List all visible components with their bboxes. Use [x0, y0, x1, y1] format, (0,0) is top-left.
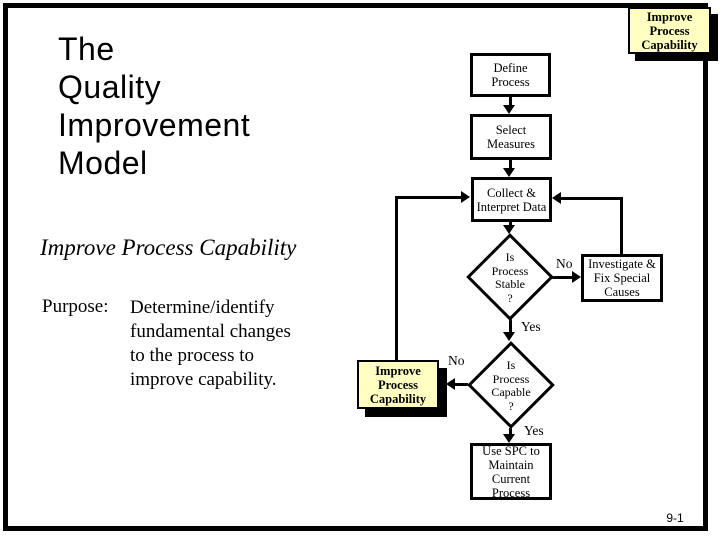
arrowhead-left-icon: [446, 378, 455, 390]
page-number: 9-1: [666, 511, 684, 525]
flow-node-select-measures: Select Measures: [470, 114, 552, 160]
arrowhead-down-icon: [503, 105, 515, 114]
connector-stable-no-to-investigate: [551, 276, 575, 279]
connector-collect-to-stable: [509, 221, 512, 227]
purpose-text: Determine/identify fundamental changes t…: [130, 297, 291, 390]
slide-title: The Quality Improvement Model: [58, 31, 251, 181]
arrowhead-down-icon: [503, 168, 515, 177]
slide-border: [3, 3, 708, 531]
purpose-label: Purpose:: [42, 296, 109, 317]
flow-node-investigate-fix-causes: Investigate & Fix Special Causes: [581, 254, 663, 302]
flow-node-improve-capability: Improve Process Capability: [357, 360, 447, 417]
feedback-improve-horizontal: [395, 196, 462, 199]
arrowhead-left-icon: [552, 192, 561, 204]
feedback-investigate-horizontal: [561, 197, 623, 200]
flow-node-collect-interpret-data: Collect & Interpret Data: [471, 177, 552, 222]
feedback-investigate-vertical: [620, 197, 623, 254]
feedback-improve-vertical: [395, 196, 398, 360]
branch-label-no: No: [556, 256, 573, 271]
corner-badge: Improve Process Capability: [628, 7, 718, 61]
connector-stable-yes-to-capable: [509, 319, 512, 334]
flow-node-use-spc: Use SPC to Maintain Current Process: [470, 443, 552, 500]
connector-define-to-select: [509, 96, 512, 108]
arrowhead-down-icon: [503, 225, 515, 234]
flow-node-define-process: Define Process: [470, 53, 551, 97]
corner-badge-label: Improve Process Capability: [628, 7, 711, 54]
connector-capable-no-to-improve: [452, 383, 468, 386]
branch-label-yes: Yes: [521, 319, 541, 334]
section-heading: Improve Process Capability: [40, 235, 297, 260]
arrowhead-right-icon: [572, 271, 581, 283]
arrowhead-right-icon: [461, 191, 470, 203]
arrowhead-down-icon: [503, 434, 515, 443]
branch-label-yes: Yes: [524, 423, 544, 438]
connector-select-to-collect: [509, 160, 512, 170]
connector-capable-yes-to-usespc: [509, 428, 512, 437]
flow-decision-stable-label: Is Process Stable ?: [491, 250, 529, 305]
improve-node-label: Improve Process Capability: [357, 360, 439, 409]
arrowhead-down-icon: [503, 332, 515, 341]
branch-label-no: No: [448, 353, 465, 368]
flow-decision-capable-label: Is Process Capable ?: [491, 358, 531, 413]
